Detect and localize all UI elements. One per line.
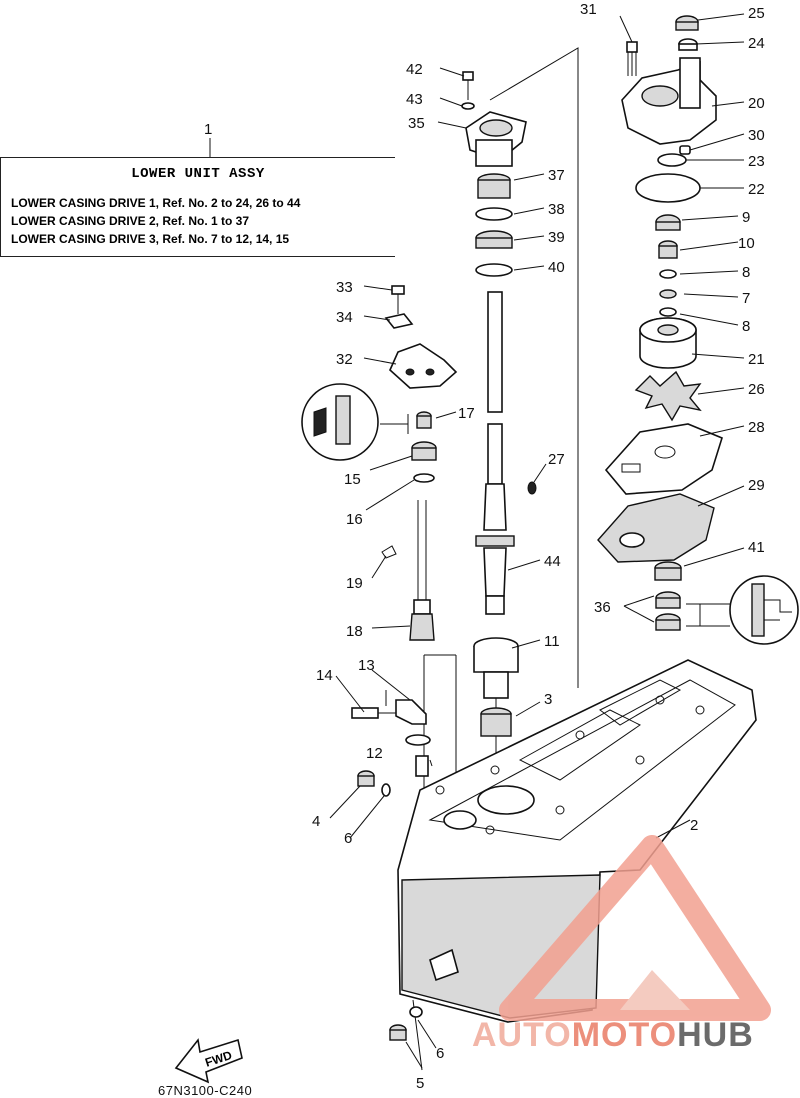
ref-12: 12 (366, 745, 383, 762)
watermark-part-hub: HUB (677, 1016, 754, 1054)
assembly-info-box: LOWER UNIT ASSY LOWER CASING DRIVE 1, Re… (0, 157, 395, 257)
ref-13: 13 (358, 657, 375, 674)
ref-15: 15 (344, 471, 361, 488)
ref-7: 7 (742, 290, 750, 307)
ref-24: 24 (748, 35, 765, 52)
watermark-logo-icon (499, 835, 771, 1021)
ref-22: 22 (748, 181, 765, 198)
ref-20: 20 (748, 95, 765, 112)
ref-37: 37 (548, 167, 565, 184)
ref-33: 33 (336, 279, 353, 296)
ref-6-upper: 6 (344, 830, 352, 847)
drive-shaft-parts (461, 71, 537, 737)
ref-9: 9 (742, 209, 750, 226)
ref-14: 14 (316, 667, 333, 684)
ref-8-upper: 8 (742, 264, 750, 281)
ref-41: 41 (748, 539, 765, 556)
reference-numbers: 1 2 3 4 5 6 6 7 8 8 9 10 11 12 13 14 15 … (204, 1, 765, 1092)
ref-32: 32 (336, 351, 353, 368)
ref-1: 1 (204, 121, 212, 138)
ref-25: 25 (748, 5, 765, 22)
ref-35: 35 (408, 115, 425, 132)
ref-42: 42 (406, 61, 423, 78)
fwd-arrow-icon: FWD (174, 1038, 243, 1084)
ref-28: 28 (748, 419, 765, 436)
watermark-part-auto: AUTO (472, 1016, 572, 1054)
ref-26: 26 (748, 381, 765, 398)
ref-19: 19 (346, 575, 363, 592)
watermark-text: AUTOMOTOHUB (472, 1016, 754, 1055)
leader-lines (209, 13, 745, 1069)
assembly-line-drive-1: LOWER CASING DRIVE 1, Ref. No. 2 to 24, … (11, 196, 301, 210)
ref-18: 18 (346, 623, 363, 640)
assembly-line-drive-2: LOWER CASING DRIVE 2, Ref. No. 1 to 37 (11, 214, 250, 228)
ref-43: 43 (406, 91, 423, 108)
ref-3: 3 (544, 691, 552, 708)
ref-34: 34 (336, 309, 353, 326)
ref-27: 27 (548, 451, 565, 468)
ref-16: 16 (346, 511, 363, 528)
ref-29: 29 (748, 477, 765, 494)
ref-23: 23 (748, 153, 765, 170)
ref-17: 17 (458, 405, 475, 422)
ref-11: 11 (544, 633, 560, 650)
ref-21: 21 (748, 351, 765, 368)
ref-44: 44 (544, 553, 561, 570)
document-code: 67N3100-C240 (158, 1083, 253, 1098)
shift-rod-parts (301, 285, 458, 1041)
ref-8-lower: 8 (742, 318, 750, 335)
ref-2: 2 (690, 817, 698, 834)
ref-40: 40 (548, 259, 565, 276)
ref-10: 10 (738, 235, 755, 252)
assembly-line-drive-3: LOWER CASING DRIVE 3, Ref. No. 7 to 12, … (11, 232, 290, 246)
assembly-title: LOWER UNIT ASSY (131, 166, 265, 182)
ref-39: 39 (548, 229, 565, 246)
ref-36: 36 (594, 599, 611, 616)
ref-4: 4 (312, 813, 320, 830)
ref-5: 5 (416, 1075, 424, 1092)
ref-30: 30 (748, 127, 765, 144)
watermark-part-moto: MOTO (571, 1016, 678, 1054)
water-pump-parts (597, 15, 799, 645)
lower-casing (397, 659, 757, 1023)
ref-38: 38 (548, 201, 565, 218)
ref-6-lower: 6 (436, 1045, 444, 1062)
ref-31: 31 (580, 1, 597, 18)
